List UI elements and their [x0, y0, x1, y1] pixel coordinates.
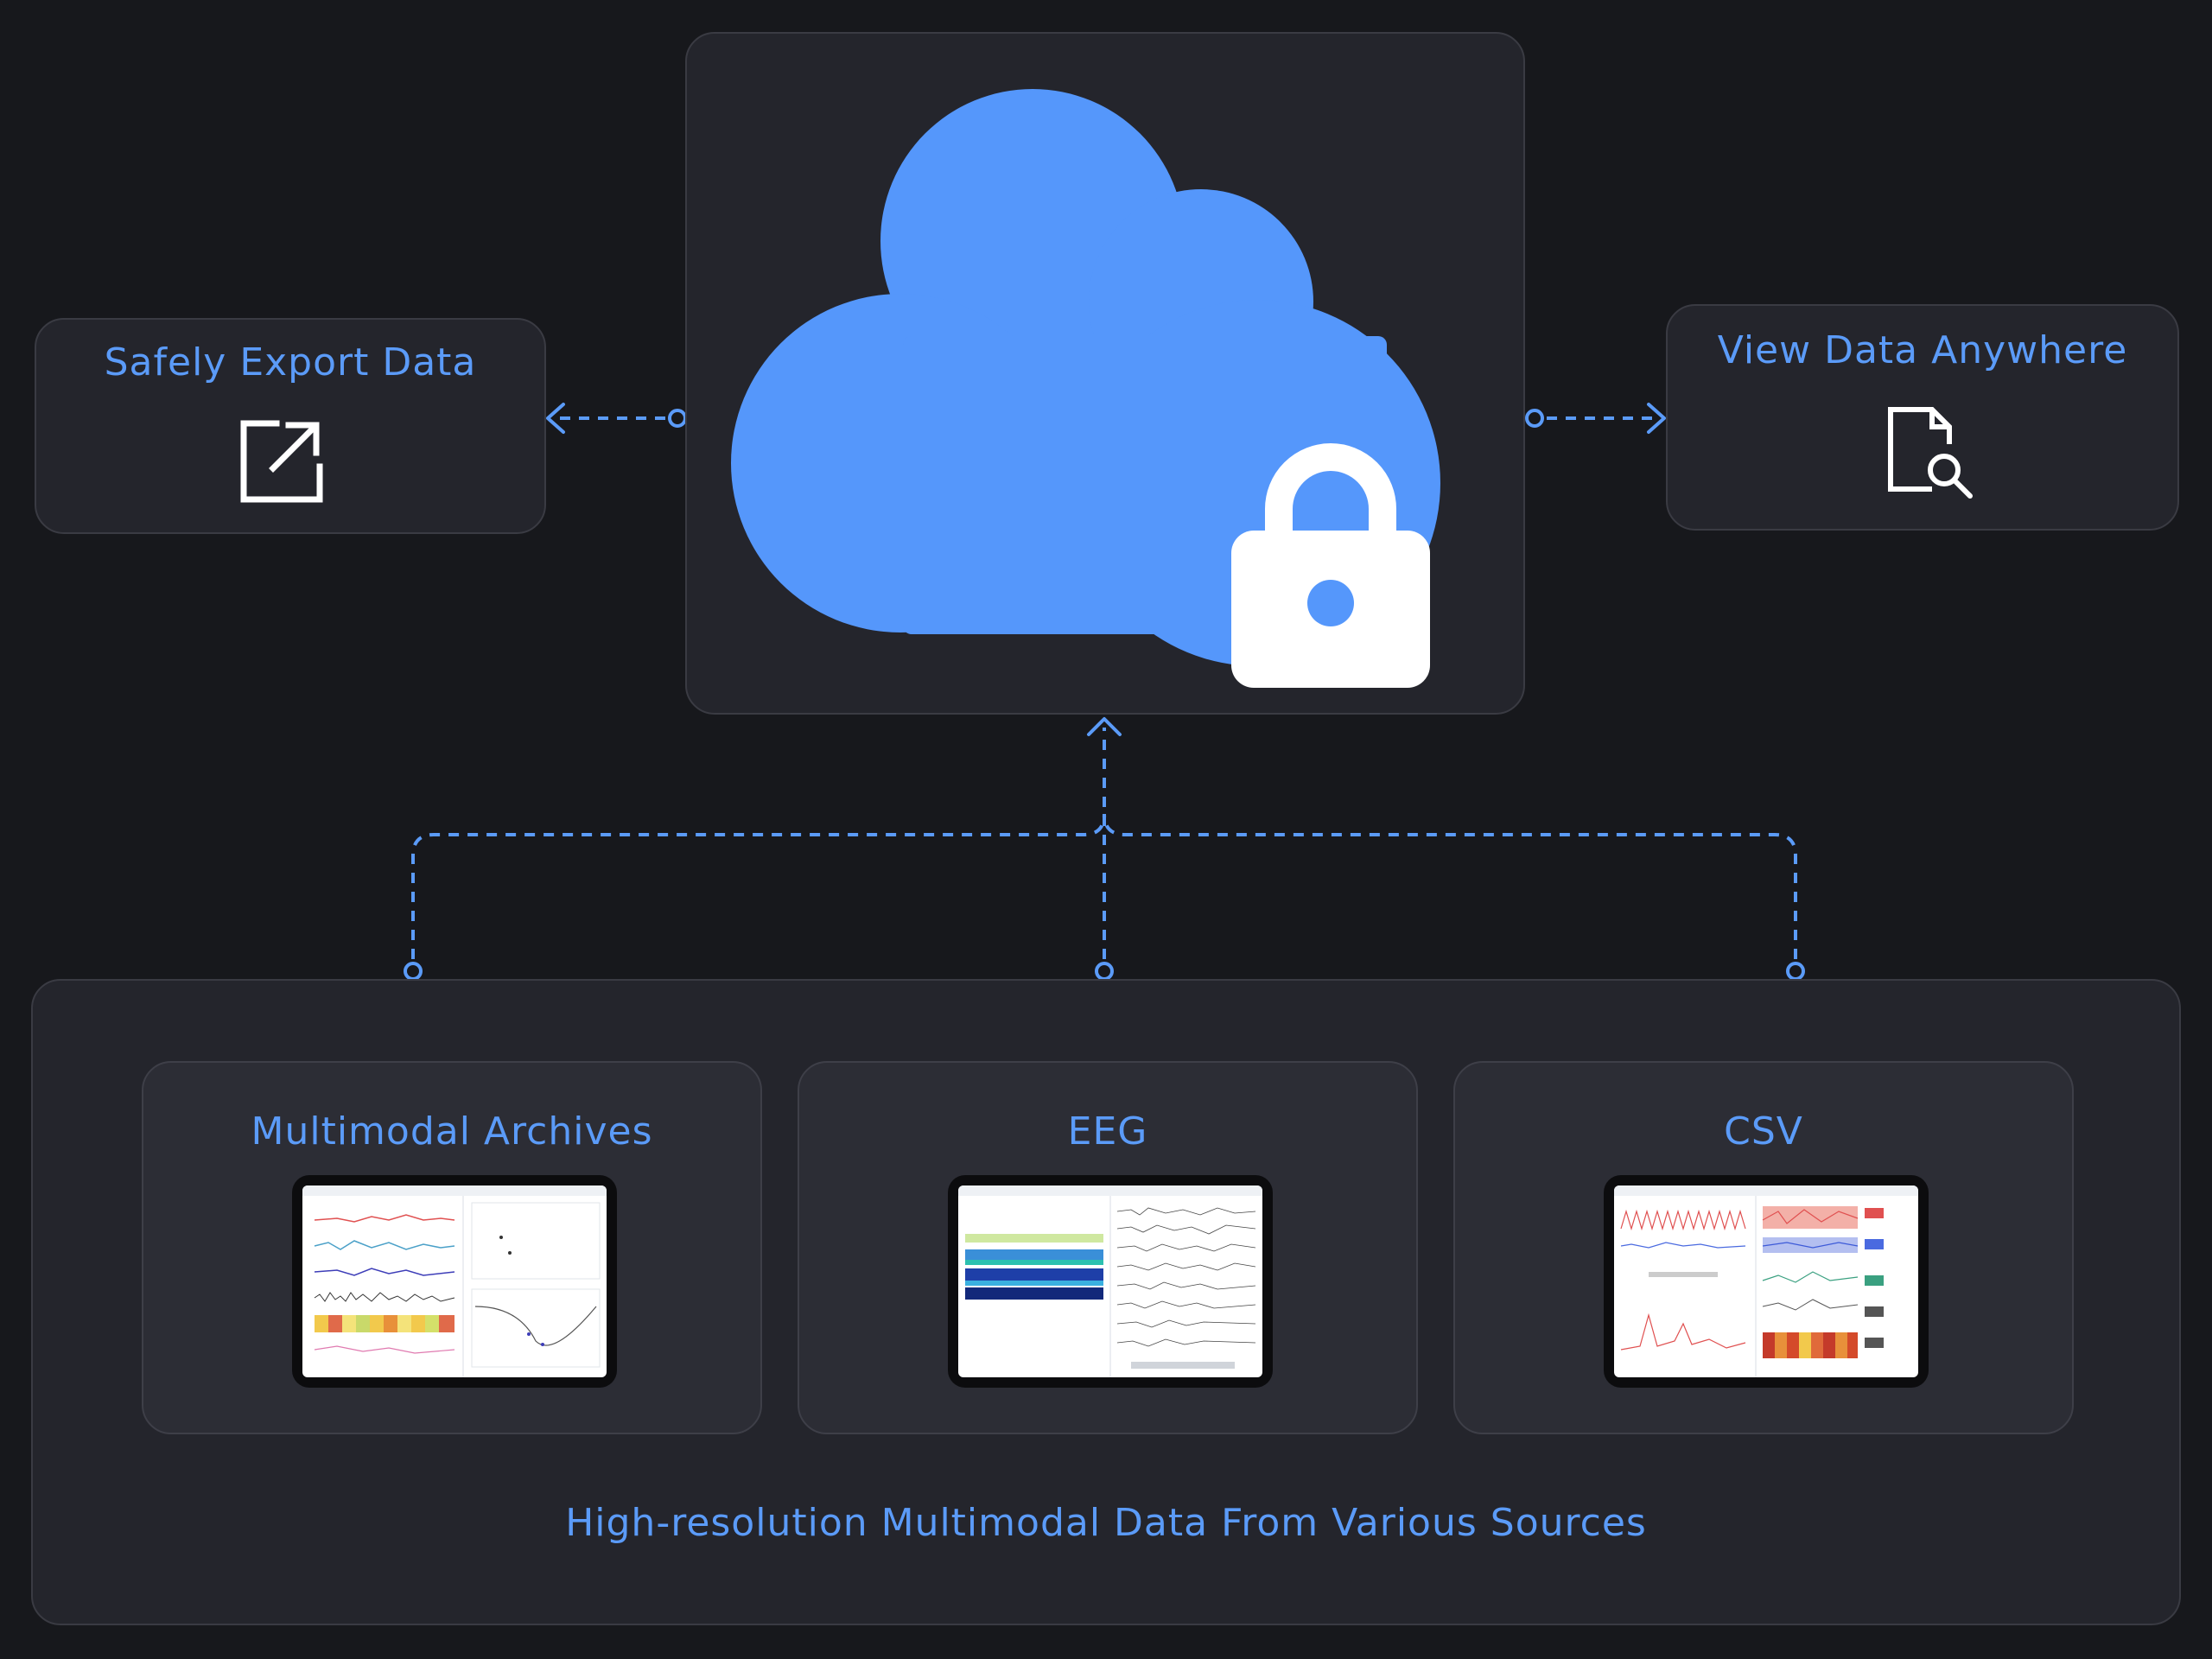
eeg-screenshot [948, 1175, 1273, 1388]
connector-node [668, 409, 687, 428]
export-card: Safely Export Data [35, 318, 546, 534]
csv-screenshot [1604, 1175, 1929, 1388]
connector-right [1103, 813, 1797, 959]
source-card-csv: CSV [1453, 1061, 2074, 1434]
lock-icon [1231, 443, 1430, 688]
source-title: CSV [1724, 1109, 1803, 1154]
document-search-icon [1888, 407, 1973, 499]
source-card-multimodal: Multimodal Archives [142, 1061, 762, 1434]
cloud-icon [731, 89, 1440, 666]
view-card: View Data Anywhere [1666, 304, 2179, 531]
arrowhead-view [1647, 403, 1666, 434]
sources-panel: Multimodal Archives [31, 979, 2181, 1625]
sources-caption: High-resolution Multimodal Data From Var… [565, 1501, 1647, 1545]
connector-node [1095, 962, 1114, 981]
connector-node [1525, 409, 1544, 428]
source-card-eeg: EEG [798, 1061, 1418, 1434]
connector-node [1786, 962, 1805, 981]
source-title: EEG [1067, 1109, 1148, 1154]
view-title: View Data Anywhere [1717, 328, 2128, 372]
arrowhead-export [546, 403, 565, 434]
export-title: Safely Export Data [104, 340, 477, 385]
cloud-card [685, 32, 1525, 715]
multimodal-archives-screenshot [292, 1175, 617, 1388]
source-title: Multimodal Archives [251, 1109, 653, 1154]
connector-node [404, 962, 423, 981]
connector-left [411, 813, 1106, 959]
arrowhead-cloud [1087, 717, 1122, 736]
export-icon [240, 420, 323, 503]
